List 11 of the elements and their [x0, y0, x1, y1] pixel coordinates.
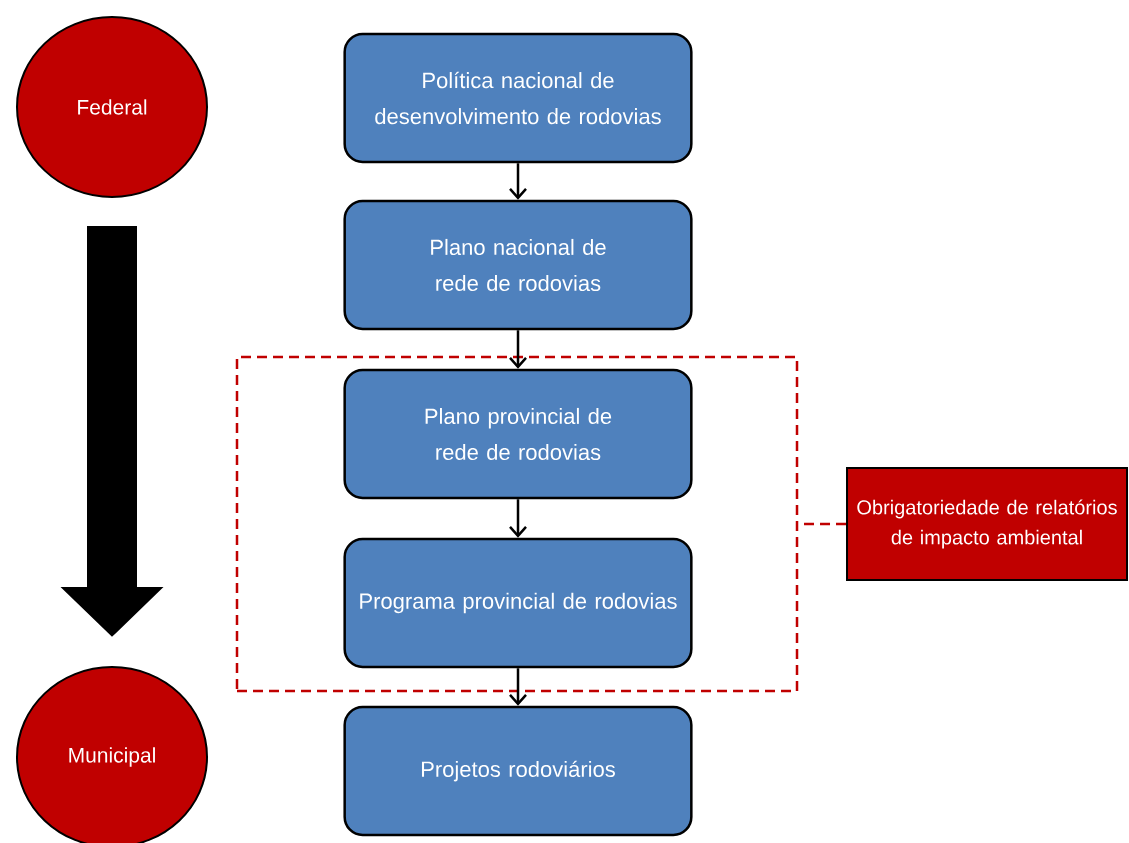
arrow [509, 499, 527, 538]
process-box: Política nacional de desenvolvimento de rodovias [343, 32, 693, 164]
process-box: Projetos rodoviários [343, 705, 693, 837]
arrow [509, 330, 527, 369]
arrow [509, 668, 527, 706]
process-box: Programa provincial de rodovias [343, 537, 693, 669]
note-box: Obrigatoriedade de relatórios de impacto ambiental [846, 467, 1128, 581]
process-box: Plano nacional de rede de rodovias [343, 199, 693, 331]
process-box: Plano provincial de rede de rodovias [343, 368, 693, 500]
arrow [509, 163, 527, 200]
dashed-group-box [235, 355, 799, 693]
